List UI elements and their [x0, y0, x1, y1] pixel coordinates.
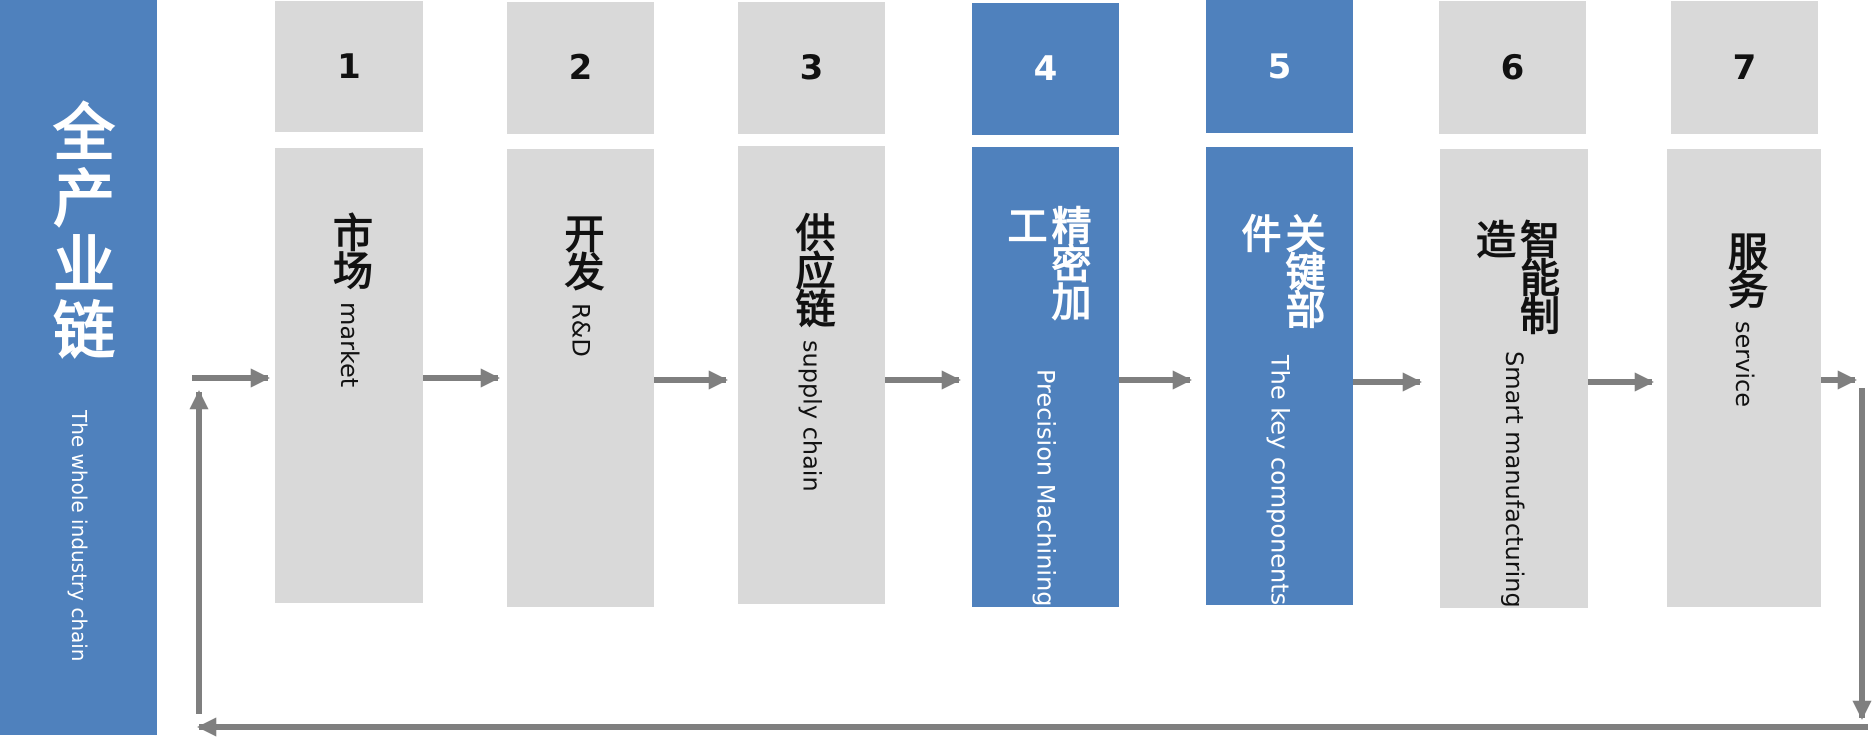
step-number-4: 4 [972, 3, 1119, 135]
stage-title-en: supply chain [797, 340, 826, 492]
stage-box-service: 服务 service [1667, 149, 1821, 607]
sidebar-title: 全产业链 [42, 100, 115, 364]
step-number-5: 5 [1206, 0, 1353, 133]
step-number-6: 6 [1439, 1, 1586, 134]
step-number-7: 7 [1671, 1, 1818, 134]
stage-title-zh: 供应链 [788, 212, 835, 326]
sidebar-panel: 全产业链 The whole industry chain [0, 0, 157, 735]
stage-box-supply-chain: 供应链 supply chain [738, 146, 885, 604]
stage-title-en: service [1730, 321, 1758, 407]
step-number-2: 2 [507, 2, 654, 134]
stage-title-zh: 服务 [1721, 231, 1767, 307]
stage-title-zh: 关键部件 [1234, 213, 1325, 327]
stage-box-market: 市场 market [275, 148, 423, 603]
sidebar-subtitle: The whole industry chain [67, 410, 91, 662]
stage-box-key-components: 关键部件 The key components [1206, 147, 1353, 605]
stage-box-smart-manufacturing: 智能制造 Smart manufacturing [1440, 149, 1588, 608]
stage-title-en: The key components [1265, 354, 1294, 605]
step-number-1: 1 [275, 1, 423, 132]
stage-box-rnd: 开发 R&D [507, 149, 654, 607]
stage-title-zh: 开发 [557, 213, 604, 289]
step-number-3: 3 [738, 2, 885, 134]
stage-title-en: market [335, 302, 363, 388]
stage-title-en: Precision Machining [1031, 369, 1060, 607]
stage-title-zh: 精密加工 [1000, 205, 1091, 319]
stage-title-en: Smart manufacturing [1500, 351, 1528, 608]
stage-title-zh: 市场 [326, 212, 372, 288]
stage-title-en: R&D [566, 303, 595, 357]
stage-title-zh: 智能制造 [1469, 219, 1559, 333]
stage-box-precision-machining: 精密加工 Precision Machining [972, 147, 1119, 607]
